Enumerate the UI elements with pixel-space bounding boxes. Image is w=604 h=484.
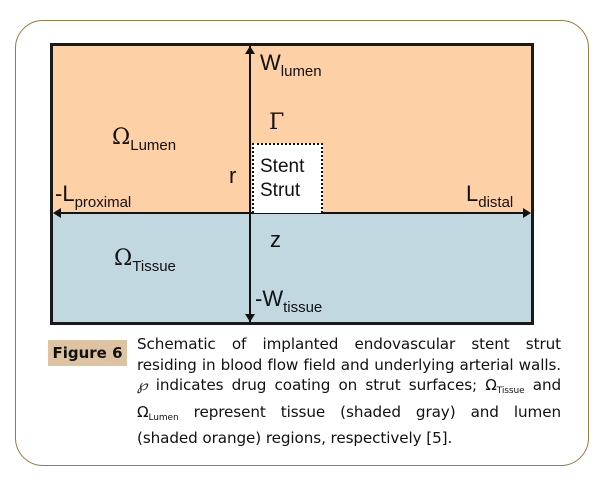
omega-lumen-label: ΩLumen [112, 124, 176, 154]
z-axis-line [55, 212, 529, 214]
l-proximal-sub: proximal [74, 194, 132, 211]
w-lumen-main: W [260, 50, 281, 75]
figure-caption: Schematic of implanted endovascular sten… [137, 334, 561, 449]
stent-strut-box: Stent Strut [252, 143, 323, 213]
arrow-up-icon [245, 46, 255, 54]
w-lumen-sub: lumen [280, 63, 322, 80]
r-axis-label: r [229, 163, 237, 188]
caption-text-1: Schematic of implanted endovascular sten… [137, 335, 561, 374]
w-tissue-sub: tissue [283, 299, 323, 316]
l-proximal-main: -L [55, 181, 75, 206]
w-tissue-label: -Wtissue [255, 286, 322, 316]
omega-symbol: Ω [137, 402, 149, 421]
omega-tissue-label: ΩTissue [114, 245, 176, 275]
omega-tissue-main: Ω [114, 246, 133, 271]
r-axis-line [249, 46, 251, 322]
l-distal-main: L [466, 181, 479, 206]
w-tissue-main: -W [255, 286, 284, 311]
l-proximal-label: -Lproximal [55, 181, 131, 211]
omega-lumen-sub: Lumen [130, 137, 177, 154]
gamma-label: Γ [269, 110, 285, 135]
omega-tissue-sub: Tissue [132, 258, 176, 275]
stent-strut-diagram: Stent Strut Wlumen Γ ΩLumen r -Lproximal… [50, 43, 534, 325]
arrow-left-icon [53, 208, 61, 218]
arrow-right-icon [523, 208, 531, 218]
strut-label-line2: Strut [260, 180, 301, 201]
strut-label-line1: Stent [260, 156, 305, 177]
omega-lumen-main: Ω [112, 125, 131, 150]
w-lumen-label: Wlumen [260, 50, 322, 80]
caption-text-3: represent tissue (shaded gray) and lumen… [137, 402, 561, 448]
arrow-down-icon [245, 314, 255, 322]
caption-lumen-sub: Lumen [148, 412, 179, 423]
z-axis-label: z [270, 227, 281, 252]
tissue-region [53, 213, 531, 322]
figure-number-badge: Figure 6 [48, 340, 127, 366]
l-distal-sub: distal [478, 194, 514, 211]
caption-tissue-sub: Tissue [496, 386, 525, 396]
caption-text-2: indicates drug coating on strut surfaces… [155, 376, 478, 394]
l-distal-label: Ldistal [466, 181, 513, 211]
caption-and: and [532, 376, 562, 394]
omega-symbol: Ω [485, 376, 497, 394]
drug-coating-symbol: ℘ [137, 376, 148, 394]
